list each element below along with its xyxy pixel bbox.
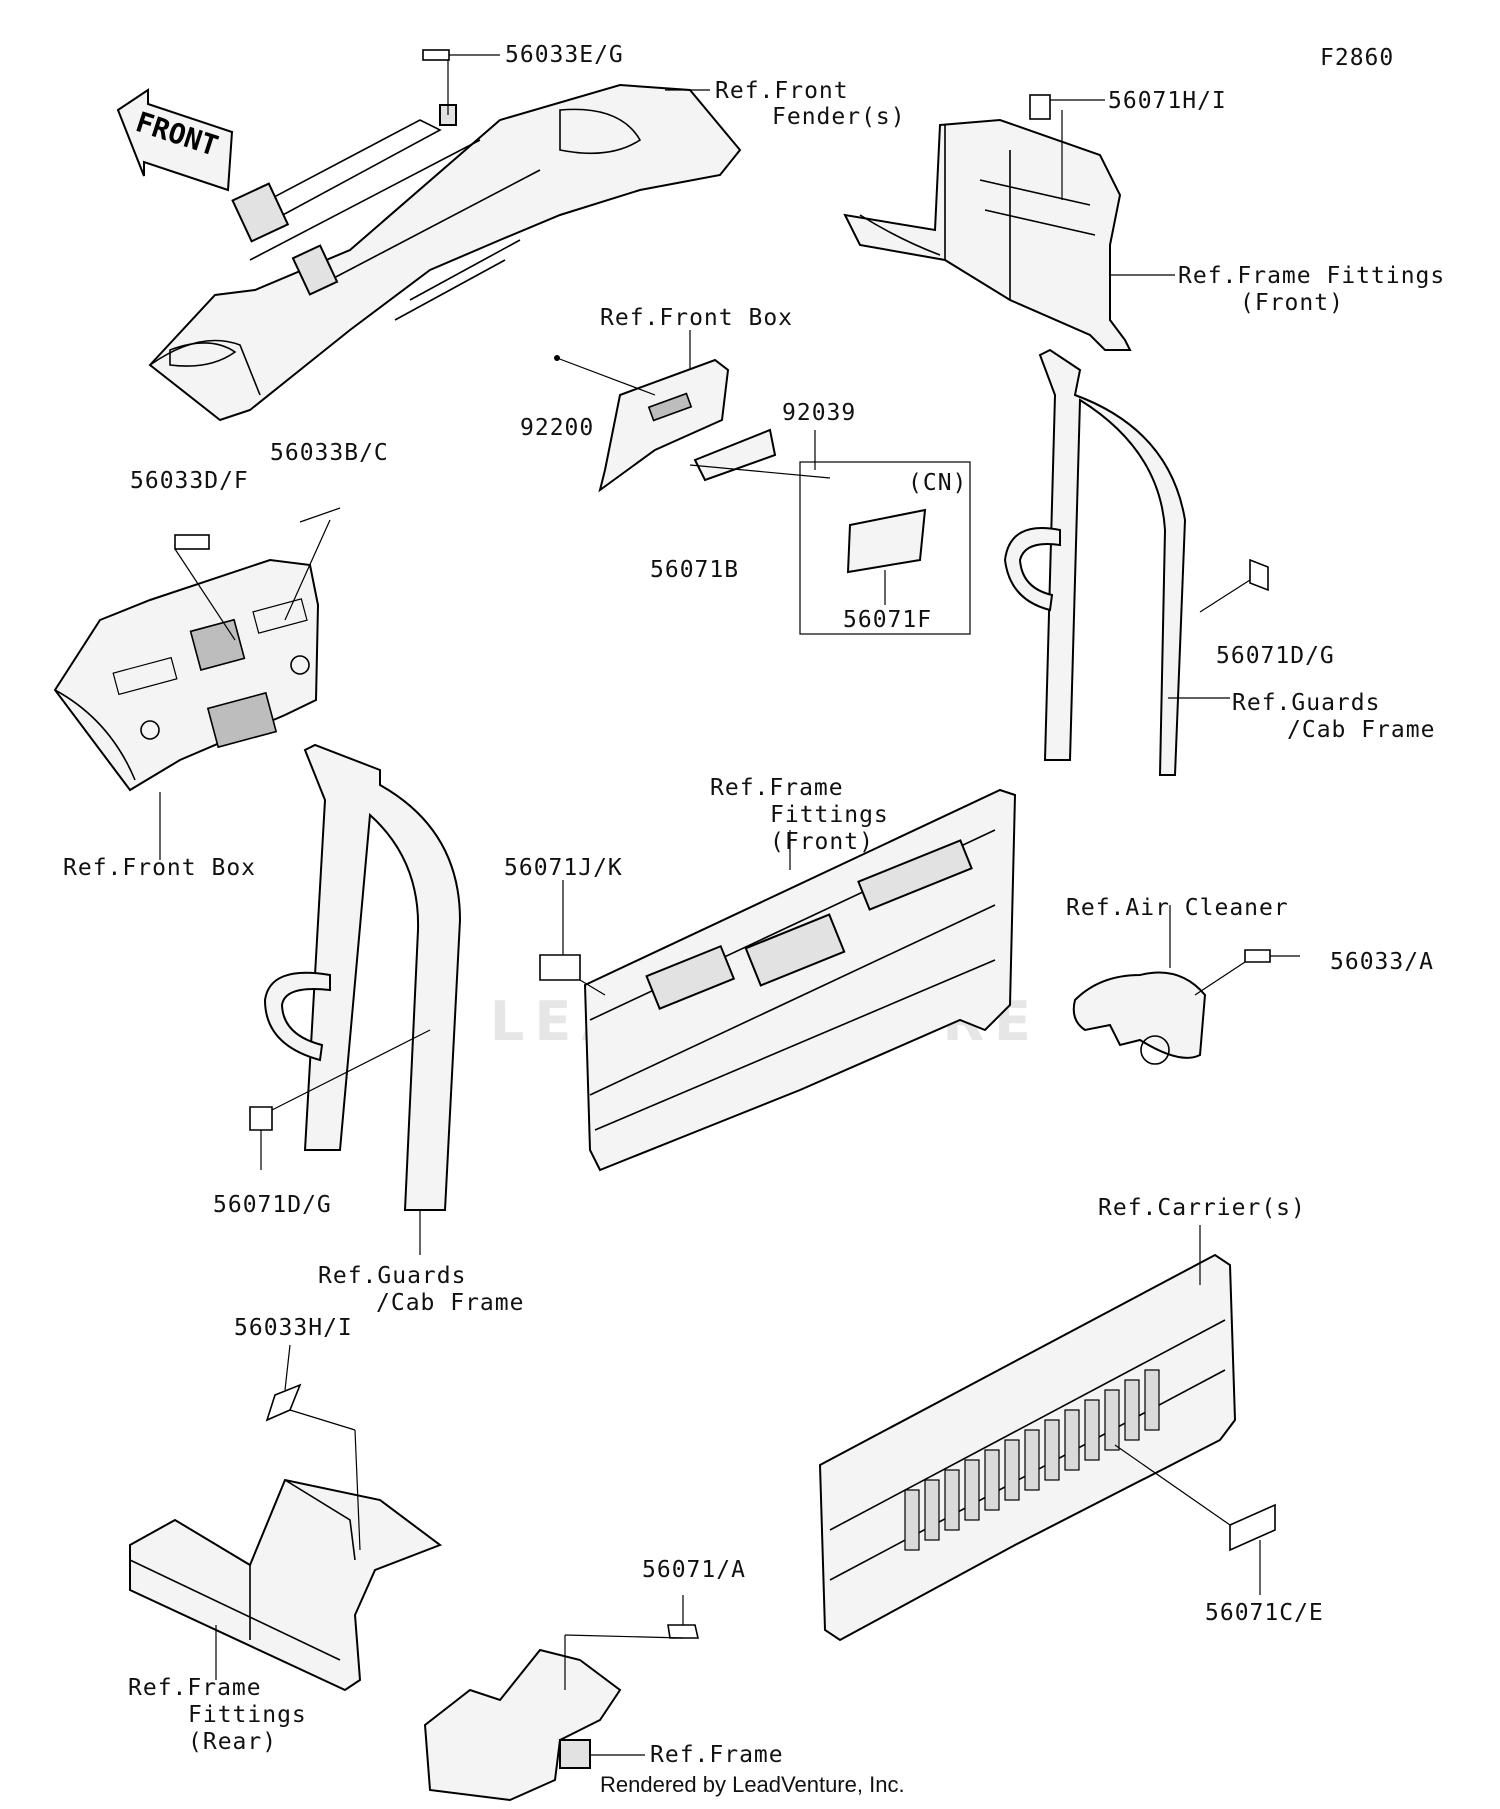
frame-fittings-rear [129, 1344, 443, 1692]
label-ref-frame: Ref.Frame [650, 1742, 784, 1768]
label-56071B: 56071B [650, 557, 740, 583]
label-92200: 92200 [520, 415, 595, 441]
figure-code: F2860 [1320, 45, 1395, 71]
label-56071A: 56071/A [642, 1557, 746, 1583]
label-ref-frame-center-2: Fittings [770, 802, 889, 828]
air-cleaner [1072, 905, 1300, 1065]
label-ref-frame-fittings-rear-1: Ref.Frame [128, 1675, 262, 1701]
front-box-center [554, 355, 971, 635]
label-56033A: 56033/A [1330, 949, 1434, 975]
frame-fittings-front-top [843, 94, 1132, 351]
guards-cab-frame-left [249, 743, 462, 1255]
label-ref-front-fender-1: Ref.Front [715, 78, 849, 104]
front-fender-assembly [148, 49, 742, 422]
label-ref-frame-center-3: (Front) [770, 829, 874, 855]
label-ref-guards-left-1: Ref.Guards [318, 1263, 467, 1289]
label-ref-frame-fittings-front-top-2: (Front) [1240, 290, 1344, 316]
label-cn: (CN) [908, 470, 968, 496]
label-56071CE: 56071C/E [1205, 1600, 1324, 1626]
label-92039: 92039 [782, 400, 857, 426]
label-56071HI: 56071H/I [1108, 88, 1227, 114]
credit-line: Rendered by LeadVenture, Inc. [600, 1772, 905, 1797]
label-56071JK: 56071J/K [504, 855, 623, 881]
label-ref-frame-fittings-front-top-1: Ref.Frame Fittings [1178, 263, 1446, 289]
label-56071F: 56071F [843, 607, 933, 633]
label-56071DG-right: 56071D/G [1216, 643, 1335, 669]
label-ref-front-box-top: Ref.Front Box [600, 305, 794, 331]
label-56033EG: 56033E/G [505, 42, 624, 68]
label-ref-frame-fittings-rear-3: (Rear) [188, 1729, 278, 1755]
label-ref-guards-right-1: Ref.Guards [1232, 690, 1381, 716]
label-56033DF: 56033D/F [130, 468, 249, 494]
label-ref-guards-right-2: /Cab Frame [1287, 717, 1436, 743]
frame-fittings-front-center [539, 788, 1017, 1172]
front-box-left [53, 507, 341, 860]
label-ref-air-cleaner: Ref.Air Cleaner [1066, 895, 1289, 921]
label-ref-front-fender-2: Fender(s) [772, 104, 906, 130]
label-56071DG-left: 56071D/G [213, 1192, 332, 1218]
label-ref-frame-center-1: Ref.Frame [710, 775, 844, 801]
label-56033HI: 56033H/I [234, 1315, 353, 1341]
label-ref-guards-left-2: /Cab Frame [376, 1290, 525, 1316]
frame [423, 1595, 700, 1802]
label-ref-frame-fittings-rear-2: Fittings [188, 1702, 307, 1728]
label-ref-carriers: Ref.Carrier(s) [1098, 1195, 1306, 1221]
label-56033BC: 56033B/C [270, 440, 389, 466]
guards-cab-frame-right [1003, 348, 1269, 776]
carrier [818, 1225, 1276, 1642]
label-ref-front-box-left: Ref.Front Box [63, 855, 257, 881]
front-arrow-icon: FRONT [116, 88, 234, 192]
